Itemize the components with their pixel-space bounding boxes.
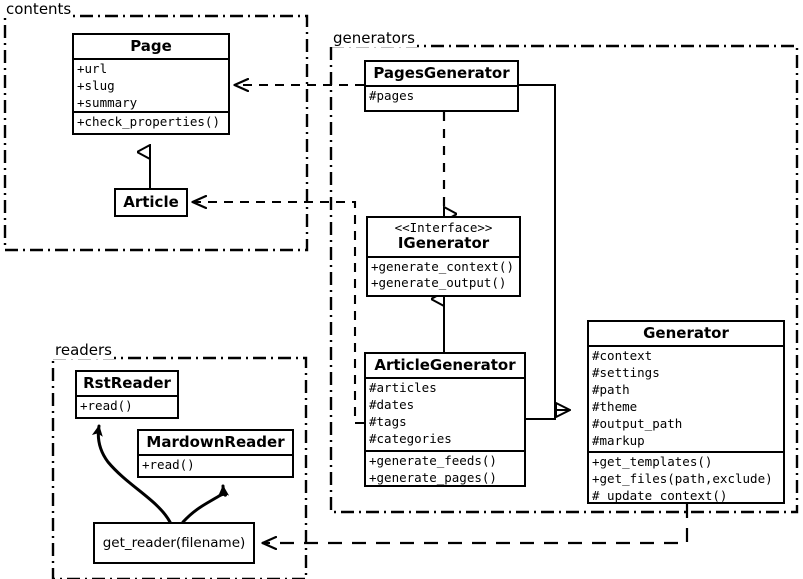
attribute-row: #tags	[369, 413, 407, 429]
operation-row: +read()	[80, 398, 133, 414]
attribute-row: +summary	[77, 94, 138, 110]
class-name-articlegenerator: ArticleGenerator	[374, 356, 516, 374]
edge-articlegenerator-uses-article	[192, 202, 364, 425]
class-attributes-pagesgenerator: #pages	[366, 85, 517, 107]
operation-row: +check_properties()	[77, 114, 220, 130]
class-box-pagesgenerator[interactable]: PagesGenerator #pages	[364, 60, 519, 112]
operation-row: +generate_feeds()	[369, 452, 497, 468]
package-frame-readers	[51, 356, 308, 579]
class-name-page: Page	[130, 37, 172, 55]
package-frame-generators	[329, 44, 799, 514]
edge-get-reader-returns-rstreader	[91, 424, 172, 524]
attribute-row: #markup	[592, 432, 645, 448]
operation-row: +read()	[142, 457, 195, 473]
function-label-get-reader: get_reader(filename)	[102, 535, 246, 551]
class-stereotype-igenerator: <<Interface>>	[394, 220, 493, 235]
package-label-readers: readers	[53, 341, 114, 359]
class-operations-igenerator: +generate_context() +generate_output()	[368, 255, 519, 295]
operation-row: +get_files(path,exclude)	[592, 471, 773, 487]
attribute-row: #articles	[369, 380, 437, 396]
class-name-pagesgenerator: PagesGenerator	[373, 64, 510, 82]
class-operations-mardownreader: +read()	[139, 454, 292, 476]
class-name-label-igenerator: IGenerator	[397, 234, 490, 253]
class-operations-rstreader: +read()	[77, 395, 177, 417]
operation-row: +get_templates()	[592, 454, 713, 470]
attribute-row: #theme	[592, 398, 638, 414]
attribute-row: #pages	[369, 88, 415, 104]
class-name-rstreader: RstReader	[83, 374, 171, 392]
class-box-article[interactable]: Article	[114, 188, 188, 217]
attribute-row: #output_path	[592, 415, 683, 431]
attribute-row: +url	[77, 61, 108, 77]
class-box-page[interactable]: Page +url +slug +summary +check_properti…	[72, 33, 230, 135]
edge-generator-uses-get-reader	[262, 504, 689, 543]
class-box-rstreader[interactable]: RstReader +read()	[75, 370, 179, 419]
package-label-generators: generators	[331, 29, 417, 47]
class-box-articlegenerator[interactable]: ArticleGenerator #articles #dates #tags …	[364, 352, 526, 487]
attribute-row: #path	[592, 381, 630, 397]
edge-pagesgenerator-extends-generator	[519, 84, 570, 410]
attribute-row: #context	[592, 348, 653, 364]
class-attributes-articlegenerator: #articles #dates #tags #categories	[366, 377, 524, 450]
class-name-mardownreader: MardownReader	[146, 433, 285, 451]
class-name-generator: Generator	[643, 324, 729, 342]
operation-row: #_update_context()	[592, 488, 728, 504]
attribute-row: +slug	[77, 78, 115, 94]
class-box-generator[interactable]: Generator #context #settings #path #them…	[587, 320, 785, 504]
attribute-row: #categories	[369, 430, 452, 446]
operation-row: +generate_context()	[371, 258, 514, 274]
package-label-contents: contents	[4, 0, 74, 18]
attribute-row: #settings	[592, 365, 660, 381]
operation-row: +generate_output()	[371, 275, 507, 291]
class-name-article: Article	[123, 193, 179, 212]
package-frame-contents	[3, 14, 309, 252]
edge-articlegenerator-extends-generator	[526, 409, 570, 420]
class-box-mardownreader[interactable]: MardownReader +read()	[137, 429, 294, 478]
class-operations-generator: +get_templates() +get_files(path,exclude…	[589, 451, 783, 507]
class-attributes-generator: #context #settings #path #theme #output_…	[589, 345, 783, 451]
class-operations-page: +check_properties()	[72, 111, 230, 135]
class-operations-articlegenerator: +generate_feeds() +generate_pages()	[366, 449, 524, 489]
class-name-igenerator: <<Interface>> IGenerator	[368, 218, 519, 256]
attribute-row: #dates	[369, 397, 415, 413]
class-box-igenerator[interactable]: <<Interface>> IGenerator +generate_conte…	[366, 216, 521, 297]
class-attributes-page: +url +slug +summary	[74, 58, 228, 114]
edge-get-reader-returns-mardownreader	[181, 484, 230, 524]
operation-row: +generate_pages()	[369, 469, 497, 485]
function-box-get-reader[interactable]: get_reader(filename)	[93, 522, 255, 564]
